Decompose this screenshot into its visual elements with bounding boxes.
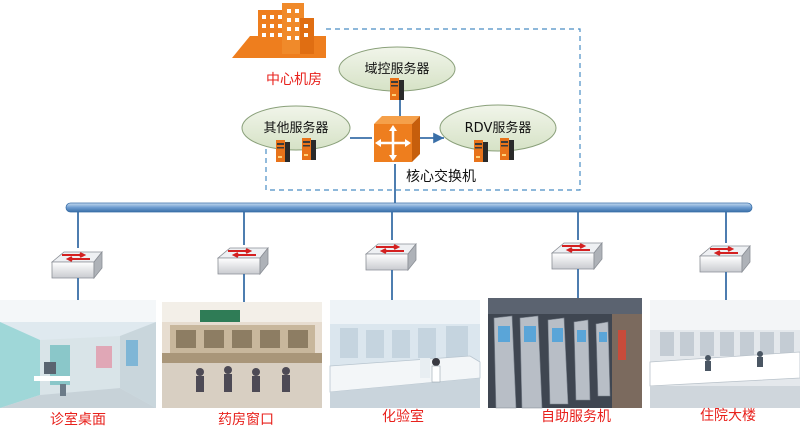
self-service-kiosks-label: 自助服务机 bbox=[541, 409, 611, 425]
laboratory-photo bbox=[329, 300, 481, 408]
data-center-label: 中心机房 bbox=[266, 72, 322, 88]
backbone-bus bbox=[65, 202, 753, 213]
switch-icon bbox=[365, 243, 417, 271]
building-icon bbox=[232, 3, 326, 58]
switch-icon bbox=[51, 251, 103, 279]
data-center-boundary bbox=[265, 28, 581, 191]
laboratory-label: 化验室 bbox=[382, 408, 424, 425]
domain-controller-group: 域控服务器 bbox=[338, 46, 456, 100]
rdv-servers-label: RDV服务器 bbox=[465, 120, 532, 136]
pharmacy-window-label: 药房窗口 bbox=[218, 411, 274, 428]
other-servers-label: 其他服务器 bbox=[263, 120, 328, 136]
switch-icon bbox=[217, 247, 269, 275]
switch-icon bbox=[551, 242, 603, 270]
clinic-room-label: 诊室桌面 bbox=[50, 411, 106, 428]
server-icon bbox=[302, 138, 316, 160]
server-icon bbox=[390, 78, 404, 100]
clinic-room-photo bbox=[0, 300, 156, 408]
inpatient-building-label: 住院大楼 bbox=[700, 408, 756, 424]
server-icon bbox=[276, 140, 290, 162]
domain-controller-label: 域控服务器 bbox=[364, 61, 429, 77]
core-switch-icon bbox=[374, 116, 420, 162]
other-servers-group: 其他服务器 bbox=[241, 105, 351, 162]
switch-icon bbox=[699, 245, 751, 273]
server-icon bbox=[500, 138, 514, 160]
pharmacy-window-photo bbox=[162, 302, 322, 408]
inpatient-building-photo bbox=[649, 300, 800, 408]
server-icon bbox=[474, 140, 488, 162]
core-switch-label: 核心交换机 bbox=[406, 168, 476, 185]
rdv-servers-group: RDV服务器 bbox=[439, 104, 557, 162]
self-service-kiosks-photo bbox=[488, 298, 642, 409]
